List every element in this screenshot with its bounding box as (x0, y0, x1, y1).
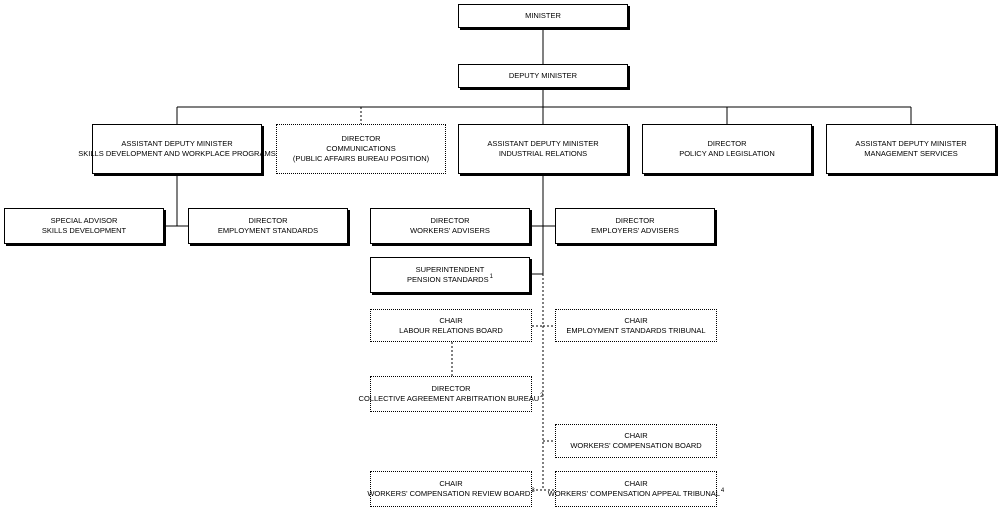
dir-communications-box: DIRECTOR COMMUNICATIONS (PUBLIC AFFAIRS … (276, 124, 446, 174)
superintendent-line-1: SUPERINTENDENT (415, 265, 485, 274)
superintendent-box: SUPERINTENDENT PENSION STANDARDS1 (370, 257, 530, 293)
dir-workers-advisers-line-2: WORKERS' ADVISERS (410, 226, 490, 235)
chair-est-box: CHAIR EMPLOYMENT STANDARDS TRIBUNAL (555, 309, 717, 342)
superintendent-line-2: PENSION STANDARDS1 (407, 274, 493, 285)
deputy-minister-line-1: DEPUTY MINISTER (508, 71, 578, 80)
chair-wcb-line-1: CHAIR (624, 431, 648, 440)
superintendent-line-2-text: PENSION STANDARDS (407, 275, 489, 284)
dir-communications-line-1: DIRECTOR (341, 134, 381, 143)
dir-caab-line-2: COLLECTIVE AGREEMENT ARBITRATION BUREAU2 (358, 393, 544, 404)
footnote-marker-2: 2 (540, 393, 544, 399)
dir-communications-line-3: (PUBLIC AFFAIRS BUREAU POSITION) (292, 154, 430, 163)
footnote-marker-1: 1 (489, 274, 493, 280)
adm-management-line-2: MANAGEMENT SERVICES (864, 149, 958, 158)
dir-employers-advisers-line-1: DIRECTOR (615, 216, 655, 225)
special-advisor-line-1: SPECIAL ADVISOR (50, 216, 118, 225)
chair-lrb-box: CHAIR LABOUR RELATIONS BOARD (370, 309, 532, 342)
dir-caab-line-1: DIRECTOR (431, 384, 471, 393)
chair-est-line-1: CHAIR (624, 315, 648, 325)
adm-skills-line-1: ASSISTANT DEPUTY MINISTER (121, 139, 233, 148)
adm-management-line-1: ASSISTANT DEPUTY MINISTER (855, 139, 967, 148)
chair-wcat-line-2: WORKERS' COMPENSATION APPEAL TRIBUNAL4 (547, 488, 725, 499)
deputy-minister-box: DEPUTY MINISTER (458, 64, 628, 88)
chair-wcat-line-2-text: WORKERS' COMPENSATION APPEAL TRIBUNAL (547, 489, 720, 498)
dir-caab-box: DIRECTOR COLLECTIVE AGREEMENT ARBITRATIO… (359, 376, 543, 412)
dir-employment-standards-line-2: EMPLOYMENT STANDARDS (217, 226, 319, 235)
chair-wcb-line-2: WORKERS' COMPENSATION BOARD (570, 441, 702, 450)
chair-wcrb-line-1: CHAIR (439, 479, 463, 488)
special-advisor-box: SPECIAL ADVISOR SKILLS DEVELOPMENT (4, 208, 164, 244)
footnote-marker-4: 4 (720, 488, 725, 494)
minister-box: MINISTER (458, 4, 628, 28)
chair-wcrb-line-2-text: WORKERS' COMPENSATION REVIEW BOARD (367, 489, 531, 498)
adm-industrial-line-2: INDUSTRIAL RELATIONS (498, 149, 588, 158)
chair-wcrb-line-2: WORKERS' COMPENSATION REVIEW BOARD3 (367, 488, 535, 499)
dir-caab-line-2-text: COLLECTIVE AGREEMENT ARBITRATION BUREAU (358, 394, 540, 403)
dir-policy-line-2: POLICY AND LEGISLATION (679, 149, 775, 158)
footnote-marker-3: 3 (531, 488, 535, 494)
adm-industrial-line-1: ASSISTANT DEPUTY MINISTER (487, 139, 599, 148)
dir-workers-advisers-line-1: DIRECTOR (430, 216, 470, 225)
chair-wcrb-box: CHAIR WORKERS' COMPENSATION REVIEW BOARD… (367, 471, 535, 507)
chair-wcat-box: CHAIR WORKERS' COMPENSATION APPEAL TRIBU… (548, 471, 724, 507)
dir-workers-advisers-box: DIRECTOR WORKERS' ADVISERS (370, 208, 530, 244)
chair-lrb-line-1: CHAIR (439, 315, 463, 325)
dir-employers-advisers-line-2: EMPLOYERS' ADVISERS (591, 226, 679, 235)
adm-skills-box: ASSISTANT DEPUTY MINISTER SKILLS DEVELOP… (78, 124, 276, 174)
adm-management-box: ASSISTANT DEPUTY MINISTER MANAGEMENT SER… (826, 124, 996, 174)
adm-industrial-box: ASSISTANT DEPUTY MINISTER INDUSTRIAL REL… (458, 124, 628, 174)
dir-employers-advisers-box: DIRECTOR EMPLOYERS' ADVISERS (555, 208, 715, 244)
dir-policy-box: DIRECTOR POLICY AND LEGISLATION (642, 124, 812, 174)
chair-wcat-line-1: CHAIR (624, 479, 648, 488)
chair-wcb-box: CHAIR WORKERS' COMPENSATION BOARD (555, 424, 717, 458)
dir-employment-standards-box: DIRECTOR EMPLOYMENT STANDARDS (188, 208, 348, 244)
special-advisor-line-2: SKILLS DEVELOPMENT (41, 226, 127, 235)
dir-communications-line-2: COMMUNICATIONS (326, 144, 396, 153)
adm-skills-line-2: SKILLS DEVELOPMENT AND WORKPLACE PROGRAM… (78, 149, 276, 158)
minister-line-1: MINISTER (525, 11, 561, 20)
chair-lrb-line-2: LABOUR RELATIONS BOARD (399, 325, 503, 335)
dir-policy-line-1: DIRECTOR (707, 139, 747, 148)
dir-employment-standards-line-1: DIRECTOR (248, 216, 288, 225)
chair-est-line-2: EMPLOYMENT STANDARDS TRIBUNAL (566, 325, 706, 335)
